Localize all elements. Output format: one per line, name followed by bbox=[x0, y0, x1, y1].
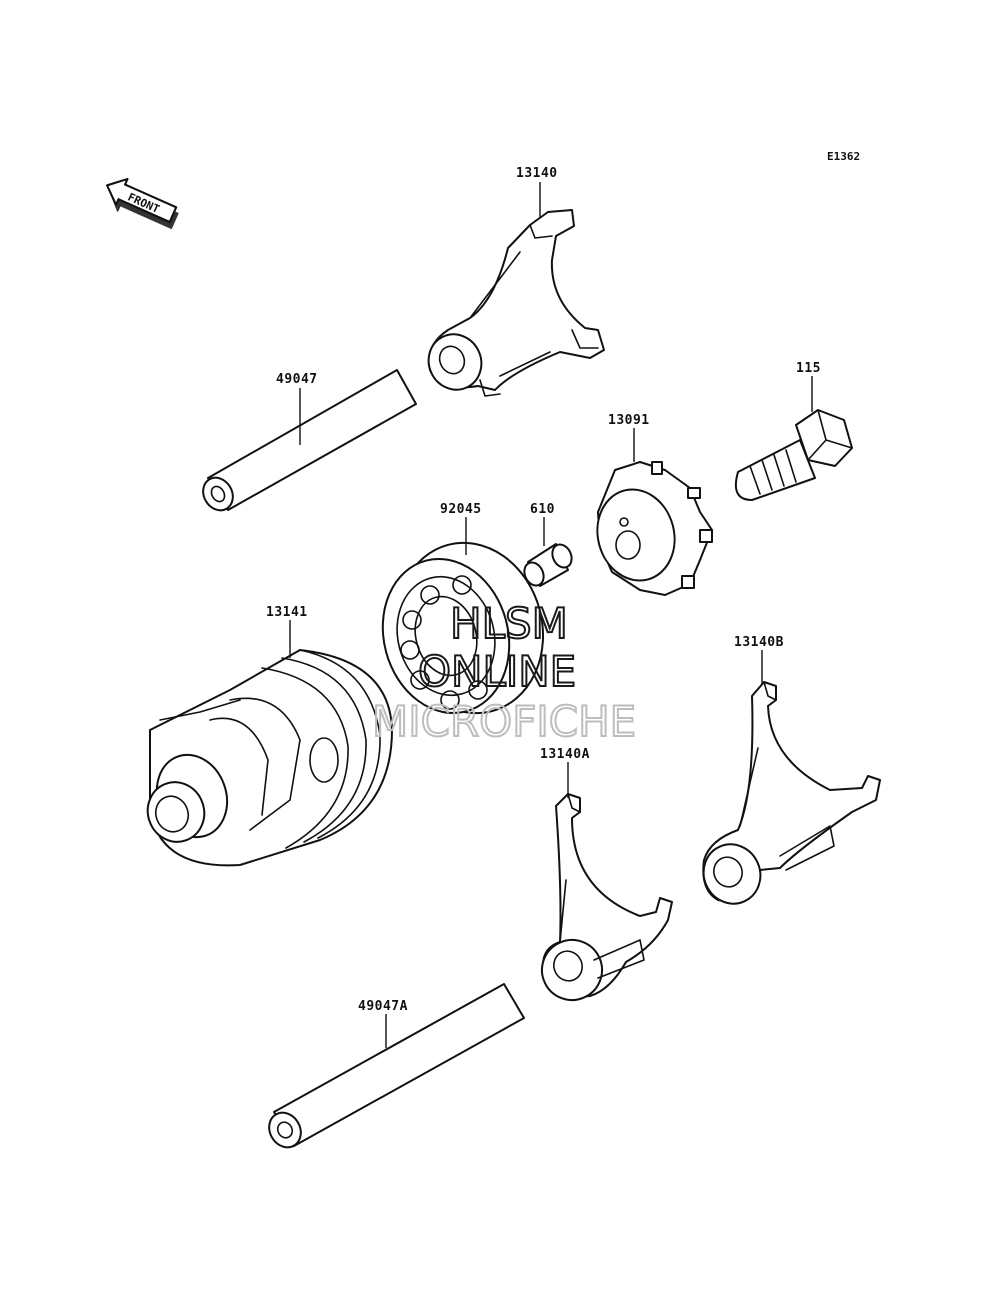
diagram-code: E1362 bbox=[827, 150, 860, 163]
watermark-line2: ONLINE bbox=[418, 647, 576, 696]
watermark: HLSM ONLINE MICROFICHE bbox=[371, 598, 637, 747]
shift-fork-13140b bbox=[702, 681, 881, 905]
watermark-line3: MICROFICHE bbox=[372, 697, 636, 746]
label-13140b: 13140B bbox=[734, 635, 784, 650]
bearing-92045 bbox=[381, 541, 545, 715]
shaft-49047 bbox=[202, 369, 417, 512]
label-49047: 49047 bbox=[276, 372, 318, 387]
shift-fork-13140 bbox=[427, 209, 605, 397]
label-49047a: 49047A bbox=[358, 999, 408, 1014]
label-13091: 13091 bbox=[608, 413, 650, 428]
drum-holder-13091 bbox=[596, 461, 713, 596]
watermark-line1: HLSM bbox=[450, 599, 568, 648]
label-610: 610 bbox=[530, 502, 555, 517]
label-115: 115 bbox=[796, 361, 821, 376]
label-13140: 13140 bbox=[516, 166, 558, 181]
pin-610 bbox=[523, 543, 573, 587]
shift-fork-13140a bbox=[541, 793, 673, 1001]
label-13141: 13141 bbox=[266, 605, 308, 620]
label-13140a: 13140A bbox=[540, 747, 590, 762]
front-arrow-icon: FRONT bbox=[106, 178, 179, 229]
shaft-49047a bbox=[268, 983, 525, 1149]
shift-drum-13141 bbox=[146, 649, 393, 867]
bolt-115 bbox=[734, 409, 853, 501]
label-92045: 92045 bbox=[440, 502, 482, 517]
